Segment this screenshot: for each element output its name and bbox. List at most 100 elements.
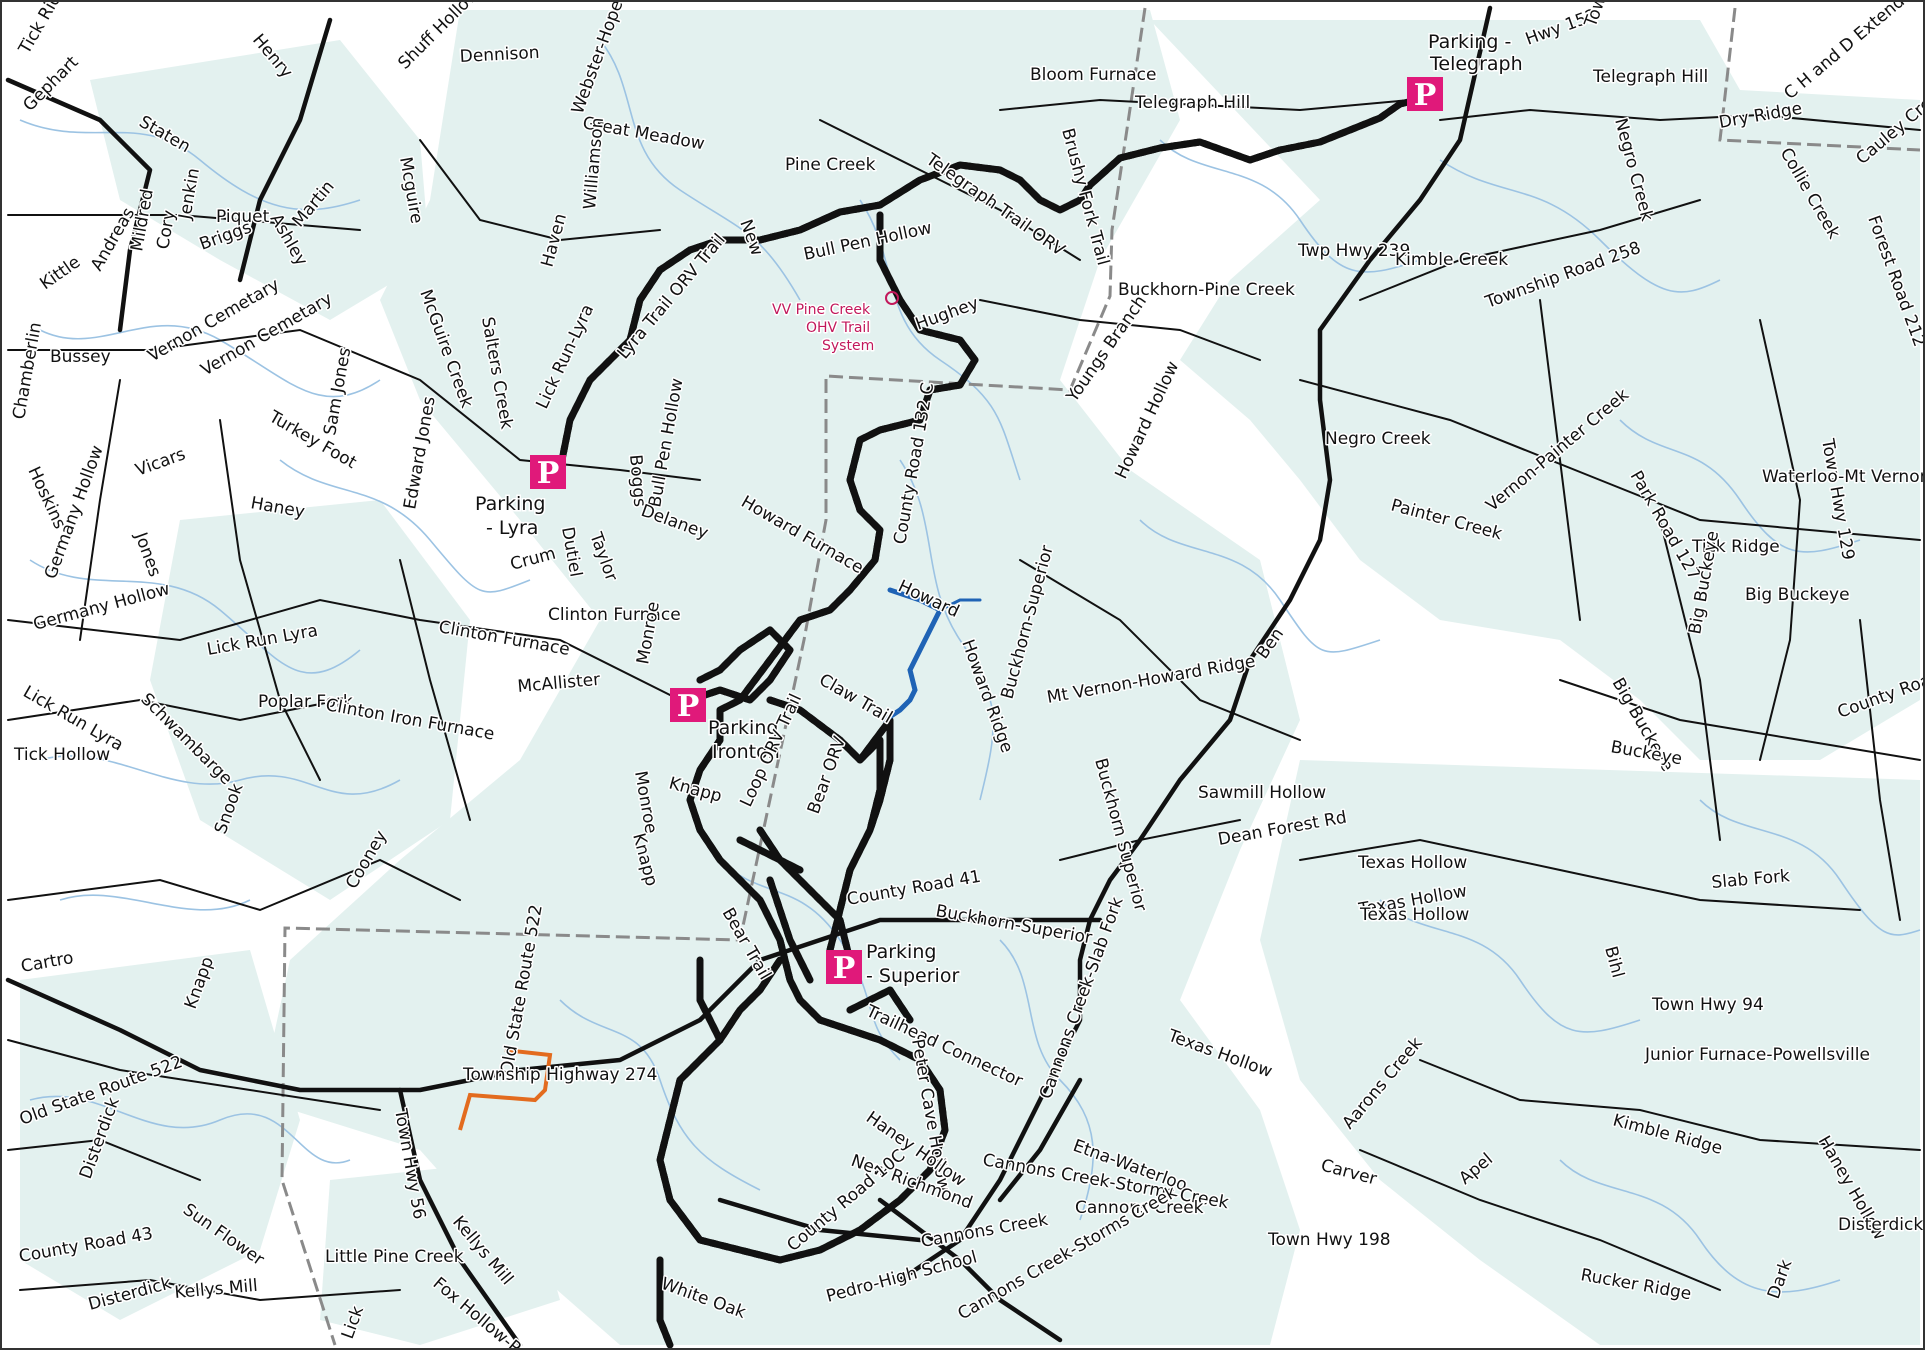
stream (279, 459, 531, 593)
parking-lyra-label-2: - Lyra (486, 517, 538, 539)
road (7, 214, 361, 231)
stream (1559, 1159, 1841, 1293)
map-label: Town Hwy 94 (1651, 995, 1764, 1015)
parking-superior-icon[interactable]: P (826, 950, 862, 986)
road (219, 419, 321, 781)
map-label: Germany Hollow (31, 579, 172, 635)
parking-superior-label-2: - Superior (866, 965, 959, 987)
road (79, 379, 121, 641)
road (1019, 559, 1301, 741)
map-label: Township Highway 274 (462, 1065, 657, 1085)
road (1359, 199, 1701, 301)
highway (997, 1077, 1083, 1203)
forest-areas (20, 10, 1920, 1345)
road (419, 139, 661, 242)
road (7, 858, 461, 912)
road (1539, 299, 1581, 621)
road (1419, 1059, 1921, 1151)
stream (1619, 419, 1861, 553)
parking-telegraph-label-2: Telegraph (1429, 53, 1523, 75)
boundary-lines (280, 7, 1921, 1346)
road (7, 1138, 201, 1181)
highways (5, 5, 1493, 1348)
forest-area (20, 950, 300, 1320)
highway (897, 5, 1493, 1283)
map-label: Jones (130, 529, 165, 580)
road (1659, 519, 1721, 841)
streams (19, 39, 1921, 1293)
blue-trail-path (938, 598, 982, 612)
parking-telegraph-label-1: Parking - (1428, 31, 1511, 53)
map-label: Kimble Creek (1395, 250, 1508, 270)
map-label: Junior Furnace-Powellsville (1644, 1045, 1870, 1065)
road (7, 1039, 381, 1111)
map-label: Bloom Furnace (1030, 65, 1156, 85)
parking-ironton-icon[interactable]: P (670, 688, 706, 724)
road (7, 328, 701, 481)
stream (1139, 519, 1381, 653)
road (1299, 838, 1861, 911)
map-label: Sawmill Hollow (1198, 783, 1326, 803)
map-label: Telegraph Hill (1134, 93, 1250, 113)
boundary-line (280, 7, 1147, 1346)
highway (717, 1197, 923, 1243)
map-label: Buckhorn-Pine Creek (1118, 280, 1295, 300)
stream (1439, 159, 1721, 293)
map-label: Turkey Foot (265, 407, 360, 474)
map-label: Tick Ridge (15, 0, 77, 58)
parking-ironton-label-2: Ironton (712, 741, 780, 763)
forest-area (1460, 200, 1760, 440)
map-label: Bihl (1600, 944, 1628, 980)
parking-ironton-marker (670, 688, 706, 722)
map-label: Pine Creek (785, 155, 876, 175)
map-label: Bussey (50, 347, 111, 367)
poi-label-1: VV Pine Creek (772, 302, 871, 318)
map-label: Howard Hollow (1111, 358, 1183, 482)
map-label: Clinton Furnace (548, 605, 681, 625)
parking-telegraph-icon[interactable]: P (1407, 77, 1443, 113)
road (1859, 619, 1901, 921)
map-label: Negro Creek (1325, 429, 1431, 449)
map-label: C H and D Extended (1780, 0, 1925, 104)
forest-area (1260, 760, 1920, 1345)
roads (7, 98, 1921, 1302)
map-label: McAllister (517, 670, 601, 697)
parking-lyra-marker (530, 455, 566, 489)
parking-lyra-icon[interactable]: P (530, 455, 566, 491)
map-label: Edward Jones (400, 395, 440, 511)
road (999, 98, 1411, 112)
map-label: Little Pine Creek (325, 1247, 464, 1267)
blue-trail-path (882, 587, 944, 723)
road (7, 698, 341, 722)
stream (39, 755, 401, 795)
stream (29, 1095, 351, 1164)
map-label: Telegraph Hill (1592, 67, 1708, 87)
map-label: Texas Hollow (1359, 905, 1469, 925)
map-label: Piquet (216, 207, 270, 227)
poi-label-2: OHV Trail (806, 320, 870, 336)
road (1299, 379, 1921, 541)
map-label: Vicars (133, 444, 188, 480)
highway (397, 1087, 523, 1348)
map-label: Sam Jones (320, 346, 355, 437)
poi-label-3: System (822, 338, 874, 354)
stream (59, 894, 251, 911)
stream (1159, 139, 1421, 273)
stream (599, 39, 801, 301)
map-label: Vernon Cemetary (198, 289, 336, 380)
stream (19, 119, 361, 211)
parking-telegraph-marker (1407, 77, 1443, 111)
map-label: Kittle (36, 252, 84, 294)
map-label: Big Buckeye (1745, 585, 1850, 605)
map-label: Tick Hollow (13, 745, 110, 765)
forest-area (260, 10, 1300, 1345)
highway (5, 77, 153, 333)
orange-route (458, 1048, 553, 1131)
road (1359, 1149, 1721, 1291)
road (819, 119, 1081, 261)
map-label: Dennison (459, 43, 540, 67)
forest-area (150, 500, 470, 900)
